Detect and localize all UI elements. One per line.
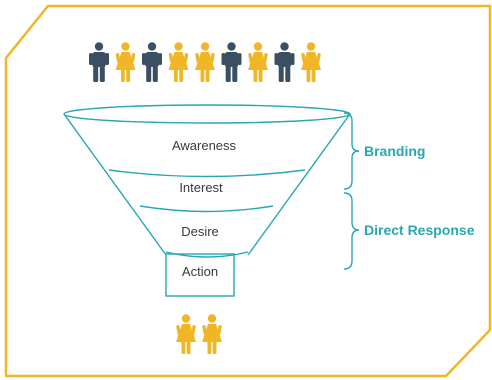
woman-icon — [195, 42, 215, 82]
top-people-row — [89, 42, 321, 82]
woman-icon — [202, 314, 222, 354]
woman-icon — [176, 314, 196, 354]
outer-frame — [4, 4, 492, 378]
man-icon — [142, 42, 162, 82]
stage-label-interest: Interest — [179, 180, 223, 195]
woman-icon — [301, 42, 321, 82]
woman-icon — [248, 42, 268, 82]
bracket-branding — [343, 112, 360, 190]
funnel-spout — [165, 253, 235, 297]
man-icon — [89, 42, 109, 82]
woman-icon — [168, 42, 189, 82]
funnel-left-edge — [63, 113, 167, 256]
stage-label-desire: Desire — [181, 224, 219, 239]
funnel-divider-2 — [139, 205, 274, 213]
man-icon — [274, 42, 295, 82]
woman-icon — [115, 42, 136, 82]
stage-label-action: Action — [182, 264, 218, 279]
bottom-people-row — [176, 314, 222, 354]
stage-label-awareness: Awareness — [172, 138, 237, 153]
bracket-label-direct-response: Direct Response — [364, 222, 475, 238]
funnel-rim — [63, 104, 351, 124]
funnel — [63, 104, 351, 297]
bracket-direct-response — [343, 192, 360, 270]
man-icon — [221, 42, 242, 82]
bracket-label-branding: Branding — [364, 143, 425, 159]
funnel-divider-1 — [108, 169, 306, 178]
funnel-right-edge — [247, 113, 351, 256]
